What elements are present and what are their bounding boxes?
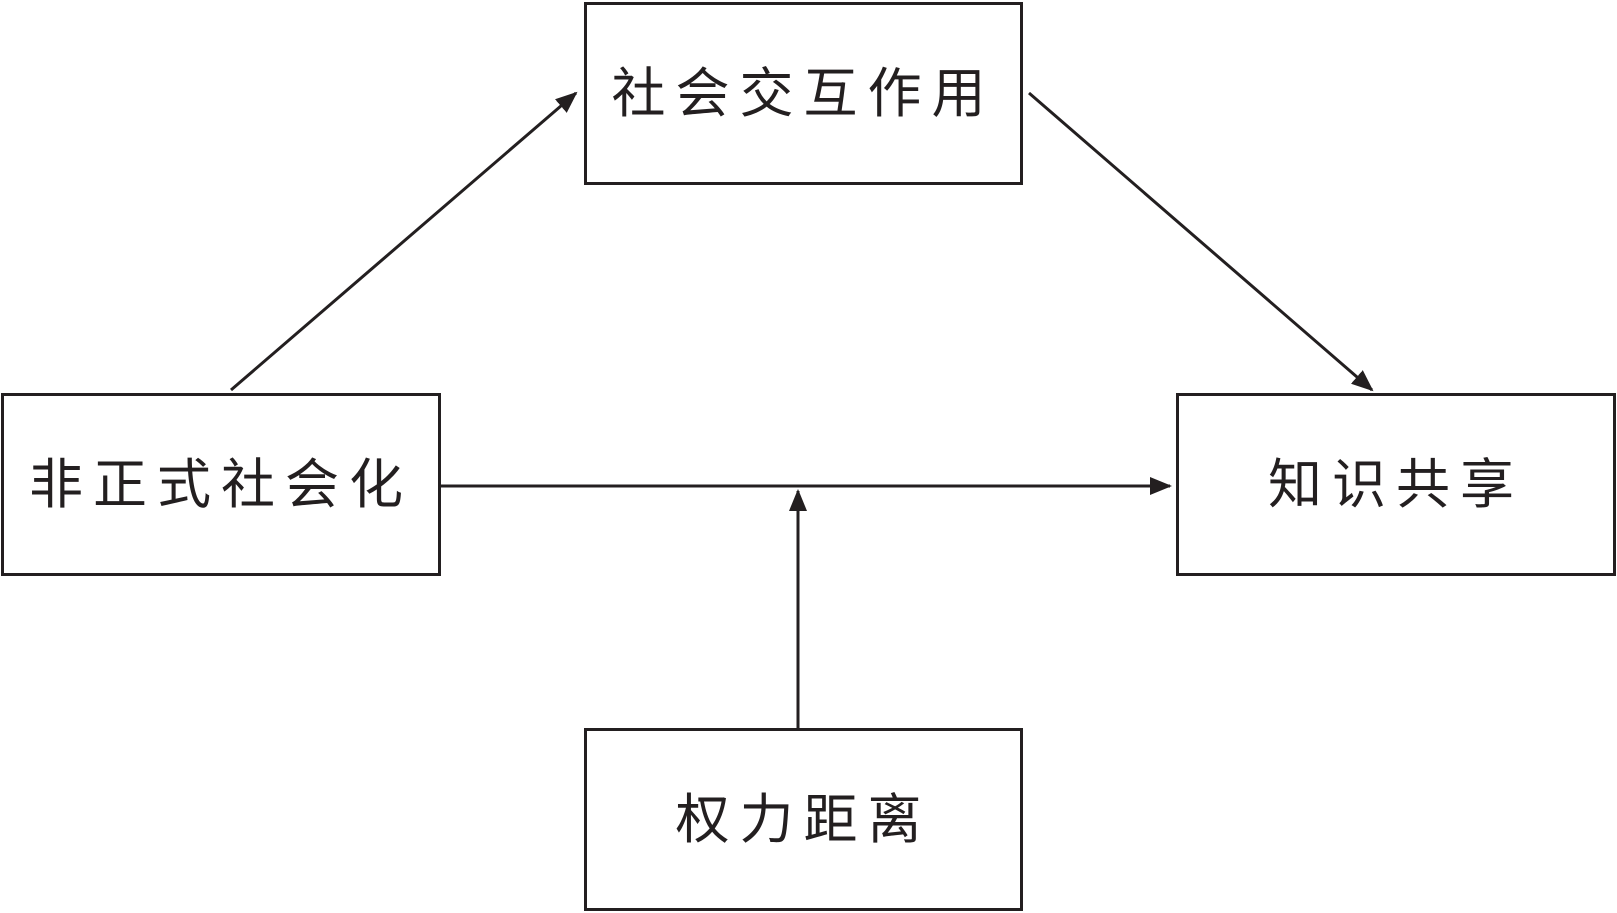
arrow-informal-to-social — [230, 91, 578, 392]
node-label-informal-socialization: 非正式社会化 — [29, 452, 413, 516]
node-label-social-interaction: 社会交互作用 — [611, 61, 996, 125]
node-label-power-distance: 权力距离 — [675, 787, 932, 851]
node-label-knowledge-sharing: 知识共享 — [1268, 452, 1524, 516]
node-social-interaction: 社会交互作用 — [584, 2, 1023, 185]
node-knowledge-sharing: 知识共享 — [1176, 393, 1616, 576]
node-power-distance: 权力距离 — [584, 728, 1023, 911]
node-informal-socialization: 非正式社会化 — [1, 393, 441, 576]
arrow-social-to-knowledge — [1028, 91, 1374, 392]
